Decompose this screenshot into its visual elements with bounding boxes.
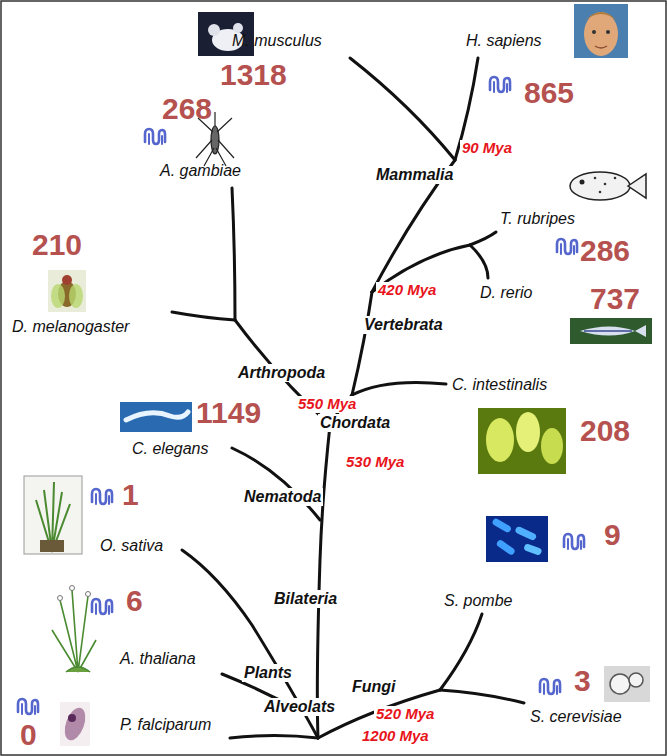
species-label: D. rerio <box>480 284 532 302</box>
clade-label: Mammalia <box>374 166 455 184</box>
gene-icon <box>92 489 112 504</box>
gene-icon <box>490 77 510 92</box>
species-label: C. elegans <box>132 440 209 458</box>
clade-label: Arthropoda <box>236 364 327 382</box>
divergence-time: 530 Mya <box>344 454 406 471</box>
gene-icon <box>557 239 577 254</box>
tree-branches <box>172 58 524 738</box>
pufferfish-picture <box>570 172 646 200</box>
plasmodium-picture <box>60 702 90 746</box>
gene-count: 1149 <box>196 396 261 429</box>
species-label: A. thaliana <box>120 650 196 668</box>
gene-count: 0 <box>20 718 37 751</box>
gene-icon <box>145 129 165 144</box>
arabidopsis-picture <box>52 586 96 673</box>
species-label: P. falciparum <box>120 716 211 734</box>
gene-count: 737 <box>590 282 640 315</box>
gene-icon <box>564 534 584 549</box>
gene-count: 1 <box>122 478 139 511</box>
divergence-time: 550 Mya <box>296 396 358 413</box>
clade-label: Chordata <box>318 414 392 432</box>
clade-label: Alveolats <box>262 698 337 716</box>
species-label: M. musculus <box>232 32 322 50</box>
species-label: A. gambiae <box>160 162 241 180</box>
gene-count: 3 <box>574 664 591 697</box>
fission-yeast-picture <box>486 516 548 562</box>
gene-count: 6 <box>126 584 143 617</box>
clade-label: Fungi <box>350 678 398 696</box>
gene-icon <box>92 599 112 614</box>
budding-yeast-picture <box>604 666 650 702</box>
gene-count: 865 <box>524 76 574 109</box>
gene-count: 208 <box>580 414 630 447</box>
ascidian-picture <box>478 408 566 474</box>
clade-label: Bilateria <box>272 590 339 608</box>
gene-count: 210 <box>32 228 82 261</box>
zebrafish-picture <box>570 318 652 344</box>
species-label: T. rubripes <box>500 210 575 228</box>
clade-label: Vertebrata <box>362 316 445 334</box>
species-label: D. melanogaster <box>12 318 129 336</box>
fly-picture <box>48 270 86 312</box>
gene-count: 1318 <box>220 58 287 91</box>
species-label: H. sapiens <box>466 32 542 50</box>
clade-label: Nematoda <box>242 488 323 506</box>
divergence-time: 90 Mya <box>460 140 514 157</box>
divergence-time: 520 Mya <box>374 706 436 723</box>
gene-count: 9 <box>604 518 621 551</box>
worm-picture <box>120 402 192 432</box>
species-label: S. pombe <box>444 592 512 610</box>
gene-icon <box>540 679 560 694</box>
clade-label: Plants <box>242 664 294 682</box>
divergence-time: 420 Mya <box>376 282 438 299</box>
divergence-time: 1200 Mya <box>360 728 431 745</box>
gene-count: 268 <box>162 92 212 125</box>
gene-count: 286 <box>580 234 630 267</box>
gene-icon <box>18 699 38 714</box>
human-picture <box>574 4 628 58</box>
species-label: C. intestinalis <box>452 376 547 394</box>
species-label: O. sativa <box>100 537 163 555</box>
rice-picture <box>24 476 82 554</box>
species-label: S. cerevisiae <box>530 708 622 726</box>
